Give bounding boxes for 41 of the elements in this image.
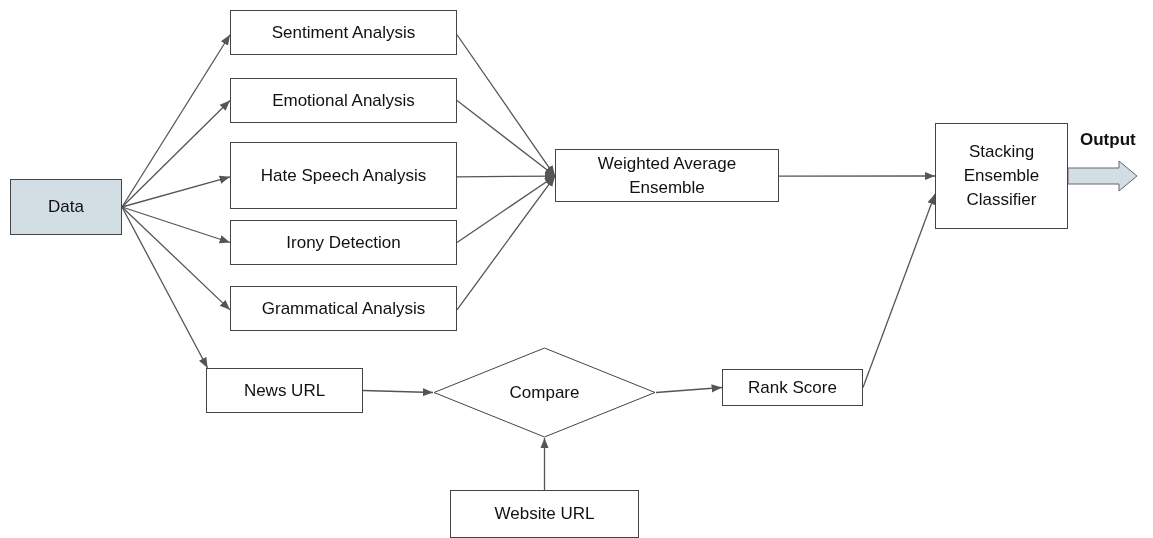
arrow [456, 34, 556, 177]
arrow [778, 171, 936, 181]
process-box [555, 149, 779, 202]
arrow [121, 206, 231, 311]
node-label: Website URL [493, 503, 596, 525]
process-box [450, 490, 639, 538]
process-box [230, 286, 457, 331]
arrow [121, 175, 231, 208]
process-box [230, 142, 457, 209]
node-label: Irony Detection [285, 231, 402, 254]
process-box [10, 179, 122, 235]
node-label: Emotional Analysis [271, 89, 416, 112]
node-label: Weighted Average Ensemble [596, 152, 738, 199]
arrow [121, 34, 231, 208]
arrow [540, 437, 549, 491]
arrow [362, 388, 434, 397]
process-box [722, 369, 863, 406]
node-label: News URL [242, 379, 327, 402]
arrow [456, 175, 556, 244]
arrow [655, 384, 723, 394]
node-label: Rank Score [747, 376, 838, 399]
process-box [230, 220, 457, 265]
edge-label: Output [1080, 131, 1136, 148]
process-box [230, 78, 457, 123]
arrow [456, 99, 556, 177]
process-box [935, 123, 1068, 229]
node-label: Stacking Ensemble Classifier [962, 141, 1041, 211]
arrow [121, 99, 231, 208]
node-label: Grammatical Analysis [260, 297, 427, 320]
node-label: Sentiment Analysis [270, 21, 417, 44]
arrow [456, 171, 556, 181]
process-box [230, 10, 457, 55]
arrow [121, 206, 231, 244]
arrow [456, 175, 556, 311]
node-label: Data [47, 196, 85, 218]
node-label: Hate Speech Analysis [259, 164, 428, 187]
process-box [206, 368, 363, 413]
block-arrow [1067, 160, 1138, 192]
arrow [862, 193, 936, 389]
node-label: Compare [508, 381, 581, 404]
arrow [121, 206, 209, 369]
